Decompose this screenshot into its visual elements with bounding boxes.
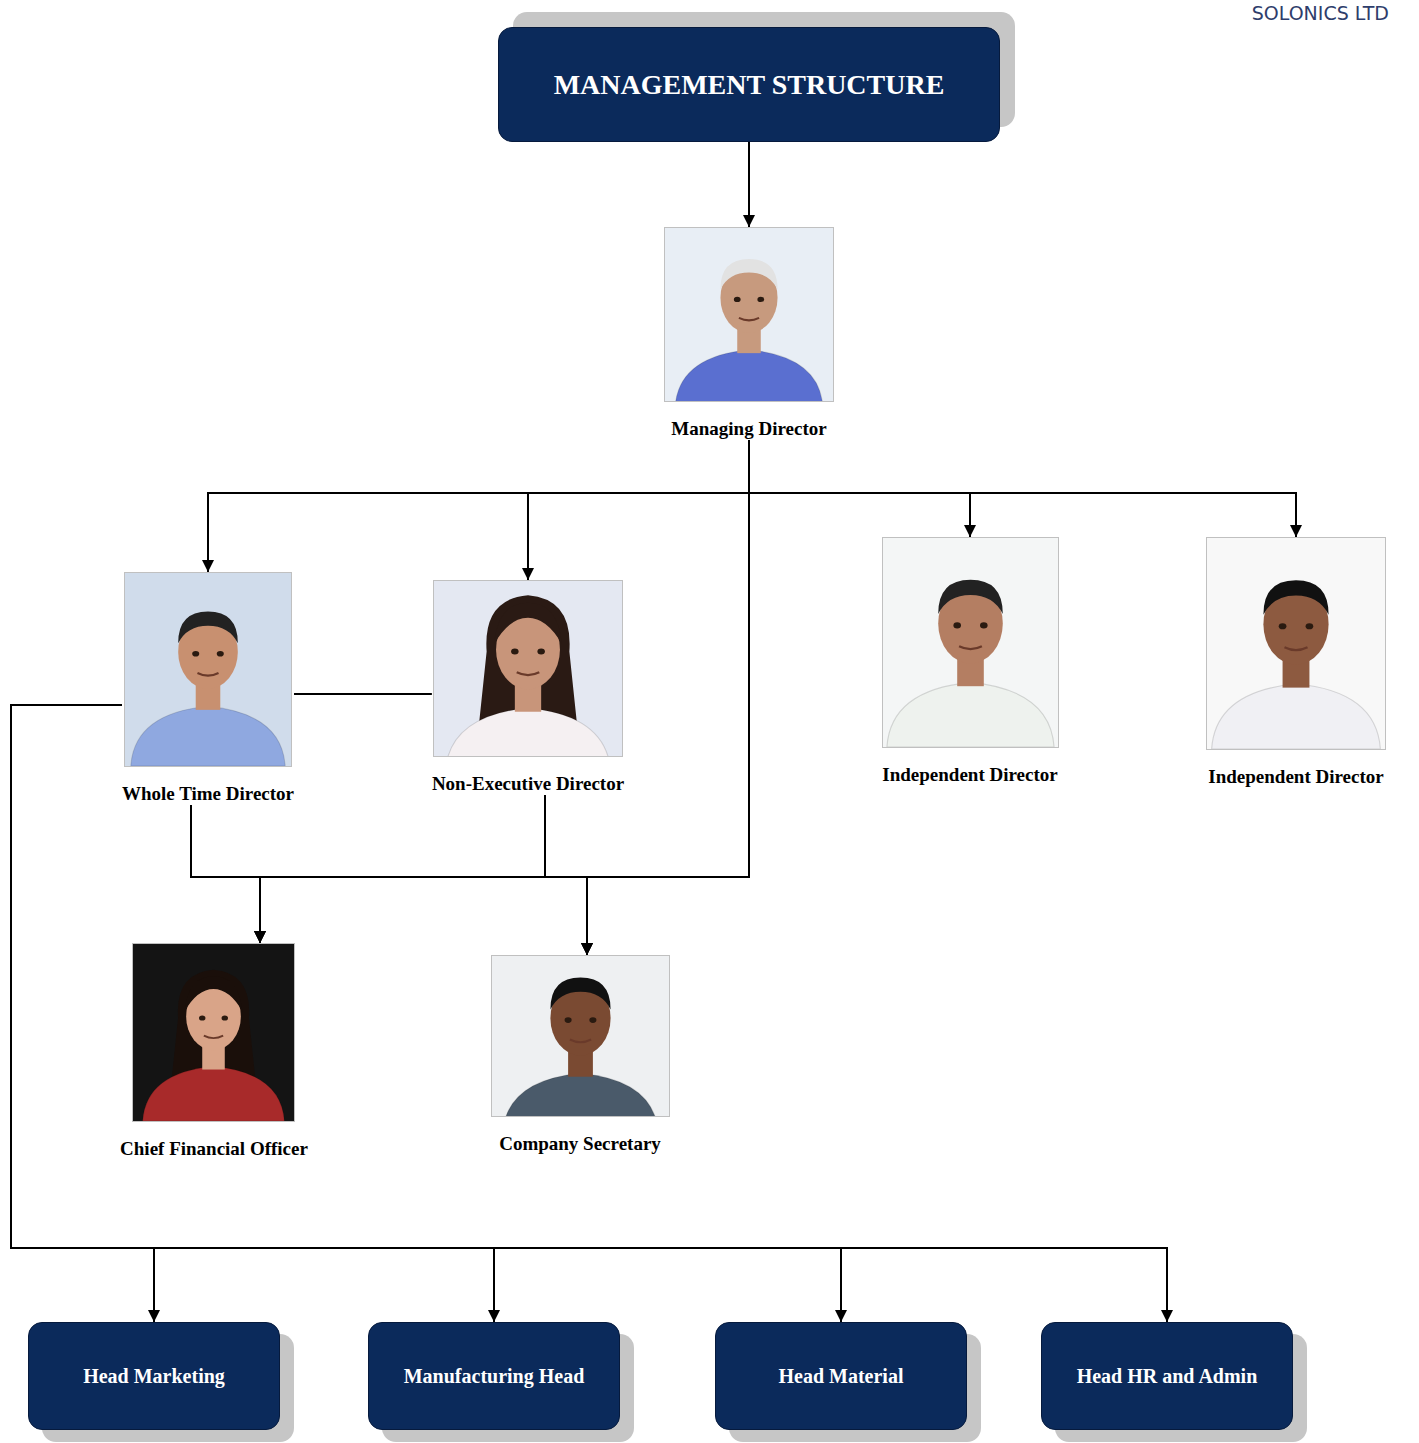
person-card: Independent Director [882,537,1059,786]
department-box: Manufacturing Head [368,1322,620,1430]
box-label: Head HR and Admin [1077,1365,1258,1388]
portrait-illustration [133,944,294,1121]
connector-arrow [191,805,260,943]
portrait-illustration [1207,538,1385,749]
portrait-illustration [434,581,622,756]
connector-arrow [260,795,545,943]
department-box: Head Material [715,1322,967,1430]
connector-arrow [749,440,1296,537]
connector-arrow [528,440,749,580]
portrait-frame [132,943,295,1122]
company-name: SOLONICS LTD [1252,2,1389,24]
person-card: Chief Financial Officer [120,943,308,1160]
department-box: Head Marketing [28,1322,280,1430]
portrait-illustration [665,228,833,401]
connector-arrow [749,440,970,537]
role-caption: Managing Director [671,418,826,440]
portrait-frame [1206,537,1386,750]
person-card: Independent Director [1206,537,1386,788]
portrait-illustration [883,538,1058,747]
portrait-frame [124,572,292,767]
connector-arrow [11,705,841,1322]
title-box: MANAGEMENT STRUCTURE [498,27,1000,142]
role-caption: Non-Executive Director [432,773,624,795]
portrait-frame [882,537,1059,748]
connector-arrow [748,142,750,227]
role-caption: Whole Time Director [122,783,294,805]
connector-arrow [545,795,587,955]
connector-arrow [260,440,749,943]
portrait-frame [664,227,834,402]
connector-arrow [191,805,587,955]
connector-arrow [208,440,749,572]
person-card: Whole Time Director [122,572,294,805]
box-label: Head Material [779,1365,904,1388]
person-card: Non-Executive Director [432,580,624,795]
portrait-frame [491,955,670,1117]
role-caption: Independent Director [1208,766,1383,788]
department-box: Head HR and Admin [1041,1322,1293,1430]
role-caption: Independent Director [882,764,1057,786]
box-label: Head Marketing [83,1365,225,1388]
person-card: Managing Director [664,227,834,440]
box-label: Manufacturing Head [404,1365,585,1388]
person-card: Company Secretary [491,955,670,1155]
connector-arrow [11,705,1167,1322]
portrait-frame [433,580,623,757]
box-label: MANAGEMENT STRUCTURE [554,69,945,101]
portrait-illustration [125,573,291,766]
role-caption: Chief Financial Officer [120,1138,308,1160]
connector-arrow [294,693,432,695]
portrait-illustration [492,956,669,1116]
connector-arrow [11,705,494,1322]
role-caption: Company Secretary [499,1133,661,1155]
